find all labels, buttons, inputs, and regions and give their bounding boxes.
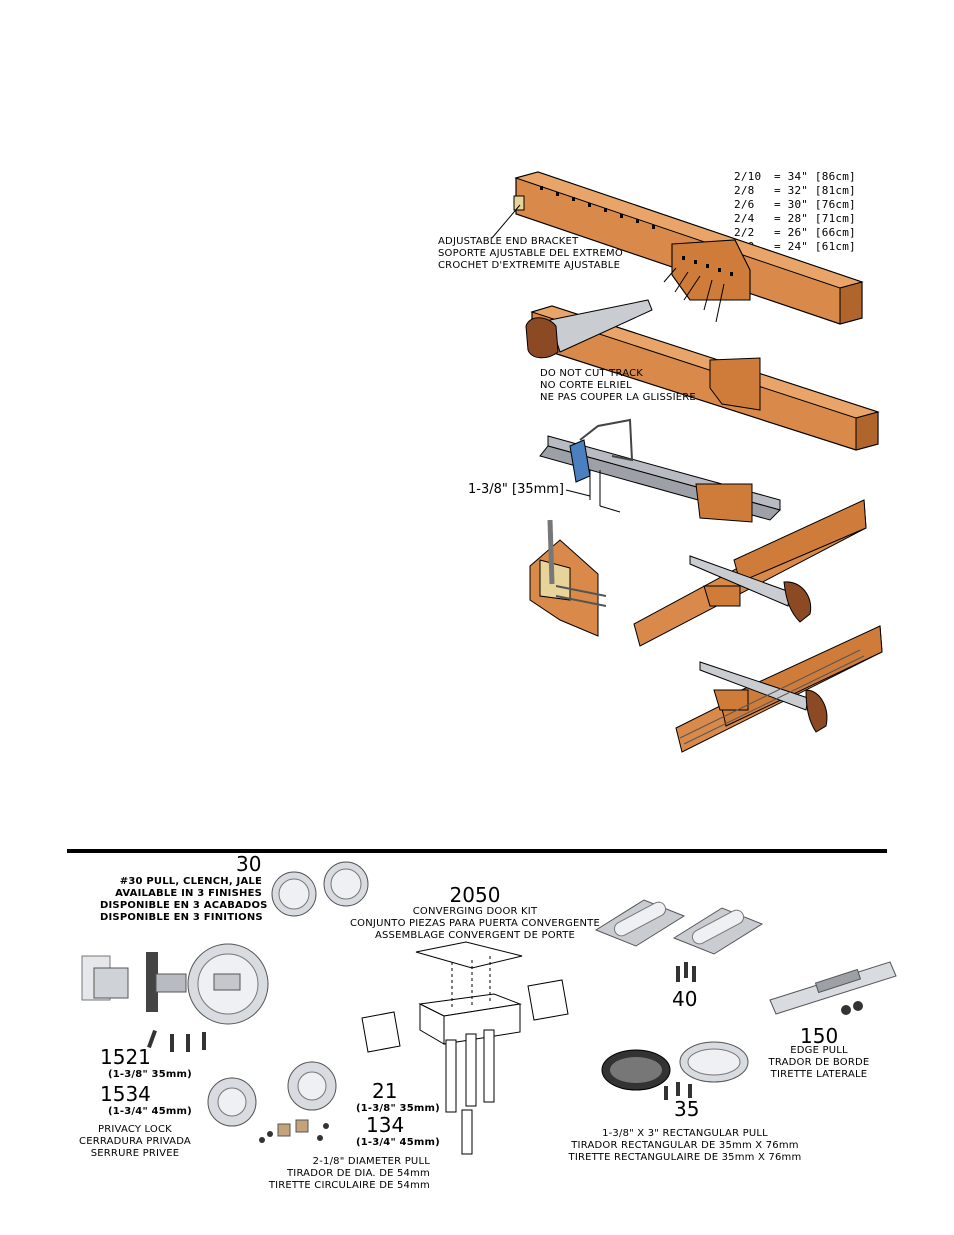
section-divider (67, 849, 887, 853)
product-2050-number: 2050 (449, 883, 501, 907)
product-1534-size: (1-3/4" 45mm) (108, 1106, 192, 1117)
product-150-caption: EDGE PULL TRADOR DE BORDE TIRETTE LATERA… (768, 1045, 870, 1080)
product-150-number: 150 (800, 1024, 839, 1048)
product-21-size: (1-3/8" 35mm) (356, 1103, 440, 1114)
do-not-cut-label: DO NOT CUT TRACK NO CORTE ELRIEL NE PAS … (540, 368, 696, 403)
size-row: 2/0= 24" [61cm] (734, 240, 856, 253)
circular-pull-caption: 2-1/8" DIAMETER PULL TIRADOR DE DIA. DE … (268, 1156, 430, 1191)
product-1521-number: 1521 (100, 1045, 151, 1069)
product-134-number: 134 (366, 1113, 405, 1137)
product-40-number: 40 (672, 987, 698, 1011)
end-bracket-label: ADJUSTABLE END BRACKET SOPORTE AJUSTABLE… (438, 236, 623, 271)
product-21-number: 21 (372, 1079, 398, 1103)
product-1534-caption: PRIVACY LOCK CERRADURA PRIVADA SERRURE P… (79, 1124, 191, 1159)
size-row: 2/2= 26" [66cm] (734, 226, 856, 239)
product-2050-caption: CONVERGING DOOR KIT CONJUNTO PIEZAS PARA… (349, 906, 600, 941)
product-134-size: (1-3/4" 45mm) (356, 1137, 440, 1148)
product-35-caption: 1-3/8" X 3" RECTANGULAR PULL TIRADOR REC… (568, 1128, 802, 1163)
product-1521-size: (1-3/8" 35mm) (108, 1069, 192, 1080)
product-30-number: 30 (236, 852, 262, 876)
product-35-number: 35 (674, 1097, 700, 1121)
size-row: 2/6= 30" [76cm] (734, 198, 856, 211)
product-1534-number: 1534 (100, 1082, 151, 1106)
size-row: 2/4= 28" [71cm] (734, 212, 856, 225)
door-size-table: 2/10= 34" [86cm] 2/8= 32" [81cm] 2/6= 30… (734, 170, 856, 254)
cut-dimension-label: 1-3/8" [35mm] (468, 482, 565, 497)
size-row: 2/8= 32" [81cm] (734, 184, 856, 197)
size-row: 2/10= 34" [86cm] (734, 170, 856, 183)
product-30-caption: #30 PULL, CLENCH, JALE AVAILABLE IN 3 FI… (100, 876, 268, 923)
